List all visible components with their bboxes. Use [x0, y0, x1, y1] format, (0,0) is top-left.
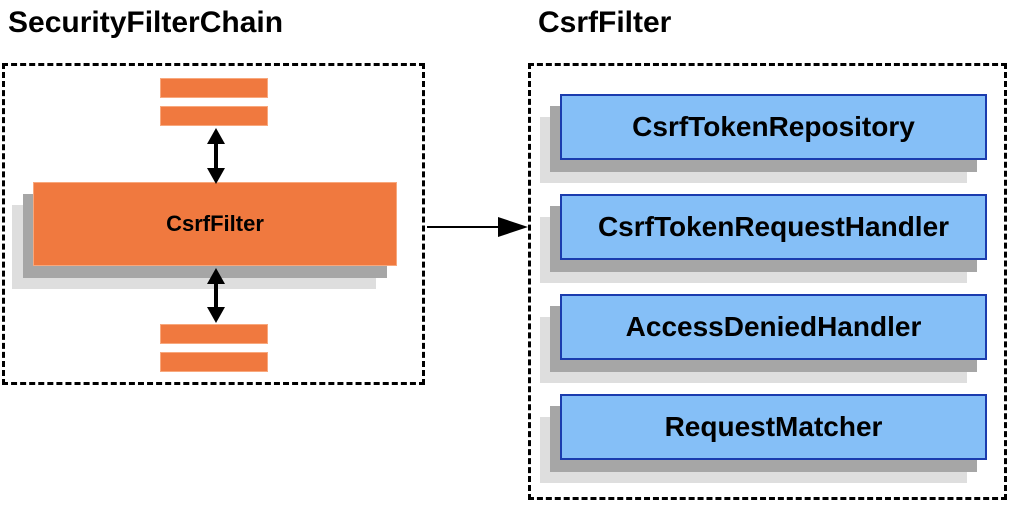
csrf-filter-node: CsrfFilter — [33, 182, 397, 266]
filter-placeholder-bar — [160, 324, 268, 344]
right-arrow-icon — [427, 217, 528, 237]
component-csrf-token-request-handler: CsrfTokenRequestHandler — [560, 194, 987, 260]
security-filter-chain-title: SecurityFilterChain — [8, 6, 284, 39]
filter-placeholder-bar — [160, 106, 268, 126]
filter-placeholder-bar — [160, 352, 268, 372]
component-csrf-token-repository: CsrfTokenRepository — [560, 94, 987, 160]
csrf-filter-title: CsrfFilter — [538, 6, 672, 39]
component-request-matcher: RequestMatcher — [560, 394, 987, 460]
component-access-denied-handler: AccessDeniedHandler — [560, 294, 987, 360]
security-filter-chain-container — [2, 63, 425, 385]
csrf-filter-container — [528, 63, 1007, 500]
filter-placeholder-bar — [160, 78, 268, 98]
